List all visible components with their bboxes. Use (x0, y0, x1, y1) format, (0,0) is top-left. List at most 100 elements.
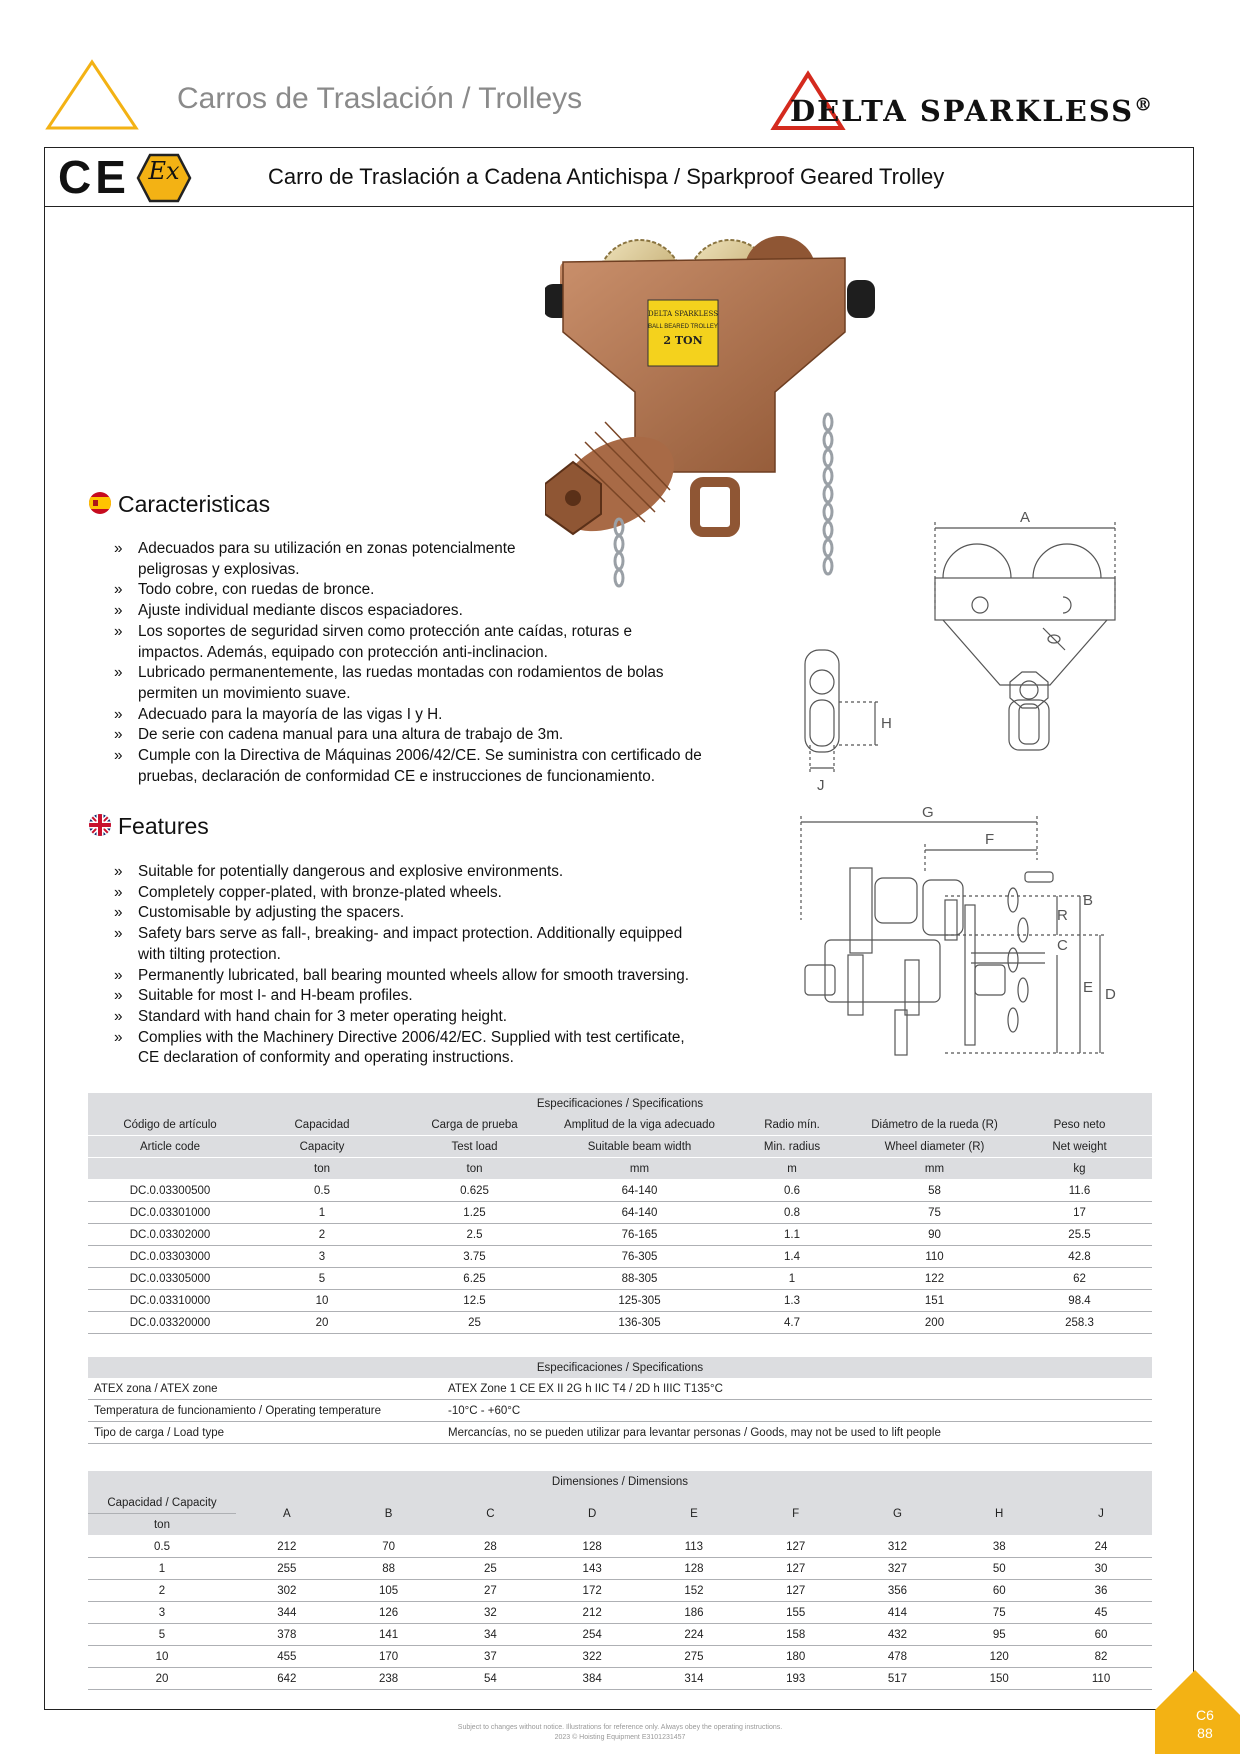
table-cell: 170 (337, 1645, 440, 1668)
table-header-cell: mm (862, 1157, 1007, 1180)
dim-label-r: R (1057, 907, 1068, 924)
table-header-cell: A (235, 1492, 338, 1536)
table-cell: 50 (948, 1557, 1051, 1580)
table-cell: 64-140 (557, 1179, 722, 1202)
capacity-unit: ton (88, 1513, 236, 1536)
table-cell: 122 (862, 1267, 1007, 1290)
warning-triangle-icon (45, 59, 139, 130)
table-cell: 45 (1050, 1601, 1152, 1624)
table-cell: 212 (235, 1535, 338, 1558)
table-header-cell: kg (1007, 1157, 1152, 1180)
table-header-cell: Min. radius (722, 1135, 862, 1158)
table-cell: 24 (1050, 1535, 1152, 1558)
table-cell: 322 (541, 1645, 644, 1668)
list-item: Suitable for most I- and H-beam profiles… (88, 986, 723, 1007)
table-cell: 150 (948, 1667, 1051, 1690)
brand-name: DELTA SPARKLESS (790, 94, 1135, 128)
table-header-cell: F (744, 1492, 847, 1536)
table-cell: 642 (235, 1667, 338, 1690)
table-cell: 1 (88, 1557, 236, 1580)
table-cell: 25 (439, 1557, 542, 1580)
table-cell: 1 (252, 1201, 392, 1224)
table-cell: 38 (948, 1535, 1051, 1558)
table-cell: 126 (337, 1601, 440, 1624)
brand-logo: DELTA SPARKLESS® (790, 94, 1154, 128)
table-cell: 1.25 (392, 1201, 557, 1224)
table-cell: 155 (744, 1601, 847, 1624)
table-header-cell: Amplitud de la viga adecuado (557, 1114, 722, 1136)
uk-flag-icon (89, 814, 111, 836)
dim-label-f: F (985, 831, 994, 848)
table-cell: 312 (846, 1535, 949, 1558)
page-number: C6 88 (1196, 1706, 1214, 1742)
list-item: Cumple con la Directiva de Máquinas 2006… (88, 746, 728, 787)
table-cell: 27 (439, 1579, 542, 1602)
table-cell: 432 (846, 1623, 949, 1646)
table-cell: 10 (252, 1289, 392, 1312)
table-cell: 152 (643, 1579, 745, 1602)
table-cell: 75 (948, 1601, 1051, 1624)
table-cell: DC.0.03302000 (88, 1223, 252, 1246)
brand-registered-mark: ® (1134, 94, 1155, 116)
table-cell: 356 (846, 1579, 949, 1602)
table-cell: 3 (88, 1601, 236, 1624)
table-header-cell: Diámetro de la rueda (R) (862, 1114, 1007, 1136)
table-header-cell: Código de artículo (88, 1114, 252, 1136)
table-header-cell: C (439, 1492, 542, 1536)
table-cell: 193 (744, 1667, 847, 1690)
table-cell: 302 (235, 1579, 338, 1602)
table-cell: 20 (252, 1311, 392, 1334)
table-cell: 327 (846, 1557, 949, 1580)
features-heading: Features (118, 813, 209, 839)
capacity-label: Capacidad / Capacity (88, 1492, 236, 1514)
header-title: Carros de Traslación / Trolleys (177, 82, 583, 115)
table-cell: DC.0.03300500 (88, 1179, 252, 1202)
table-cell: 0.625 (392, 1179, 557, 1202)
list-item: Complies with the Machinery Directive 20… (88, 1028, 708, 1069)
table-header-cell: mm (557, 1157, 722, 1180)
table-cell: 60 (948, 1579, 1051, 1602)
page-section: C6 (1196, 1707, 1214, 1723)
table-header-cell (88, 1157, 252, 1180)
table-cell: -10°C - +60°C (442, 1399, 1152, 1422)
table-cell: 110 (1050, 1667, 1152, 1690)
table-header-cell: H (948, 1492, 1051, 1536)
table-header-cell: Suitable beam width (557, 1135, 722, 1158)
table-cell: 224 (643, 1623, 745, 1646)
list-item: Safety bars serve as fall-, breaking- an… (88, 924, 708, 965)
table-cell: 127 (744, 1579, 847, 1602)
table-cell: 158 (744, 1623, 847, 1646)
table-cell: 98.4 (1007, 1289, 1152, 1312)
dim-label-b: B (1083, 892, 1093, 909)
table-header-cell: Article code (88, 1135, 252, 1158)
table-cell: DC.0.03301000 (88, 1201, 252, 1224)
specs-caption: Especificaciones / Specifications (88, 1093, 1152, 1114)
table-cell: 212 (541, 1601, 644, 1624)
table-cell: 141 (337, 1623, 440, 1646)
list-item: Adecuados para su utilización en zonas p… (88, 539, 568, 580)
atex-ex-icon (136, 153, 192, 203)
table-cell: 37 (439, 1645, 542, 1668)
table-cell: 1.3 (722, 1289, 862, 1312)
table-cell: 378 (235, 1623, 338, 1646)
table-cell: 30 (1050, 1557, 1152, 1580)
list-item: Suitable for potentially dangerous and e… (88, 862, 723, 883)
table-cell: Mercancías, no se pueden utilizar para l… (442, 1421, 1152, 1444)
table-cell: 2 (252, 1223, 392, 1246)
table-cell: 414 (846, 1601, 949, 1624)
table-cell: 200 (862, 1311, 1007, 1334)
document-title: Carro de Traslación a Cadena Antichispa … (268, 164, 945, 189)
table-cell: 151 (862, 1289, 1007, 1312)
table-cell: 238 (337, 1667, 440, 1690)
table-cell: 113 (643, 1535, 745, 1558)
dim-label-d: D (1105, 986, 1116, 1003)
table-cell: 128 (541, 1535, 644, 1558)
table-cell: 2 (88, 1579, 236, 1602)
table-cell: 120 (948, 1645, 1051, 1668)
